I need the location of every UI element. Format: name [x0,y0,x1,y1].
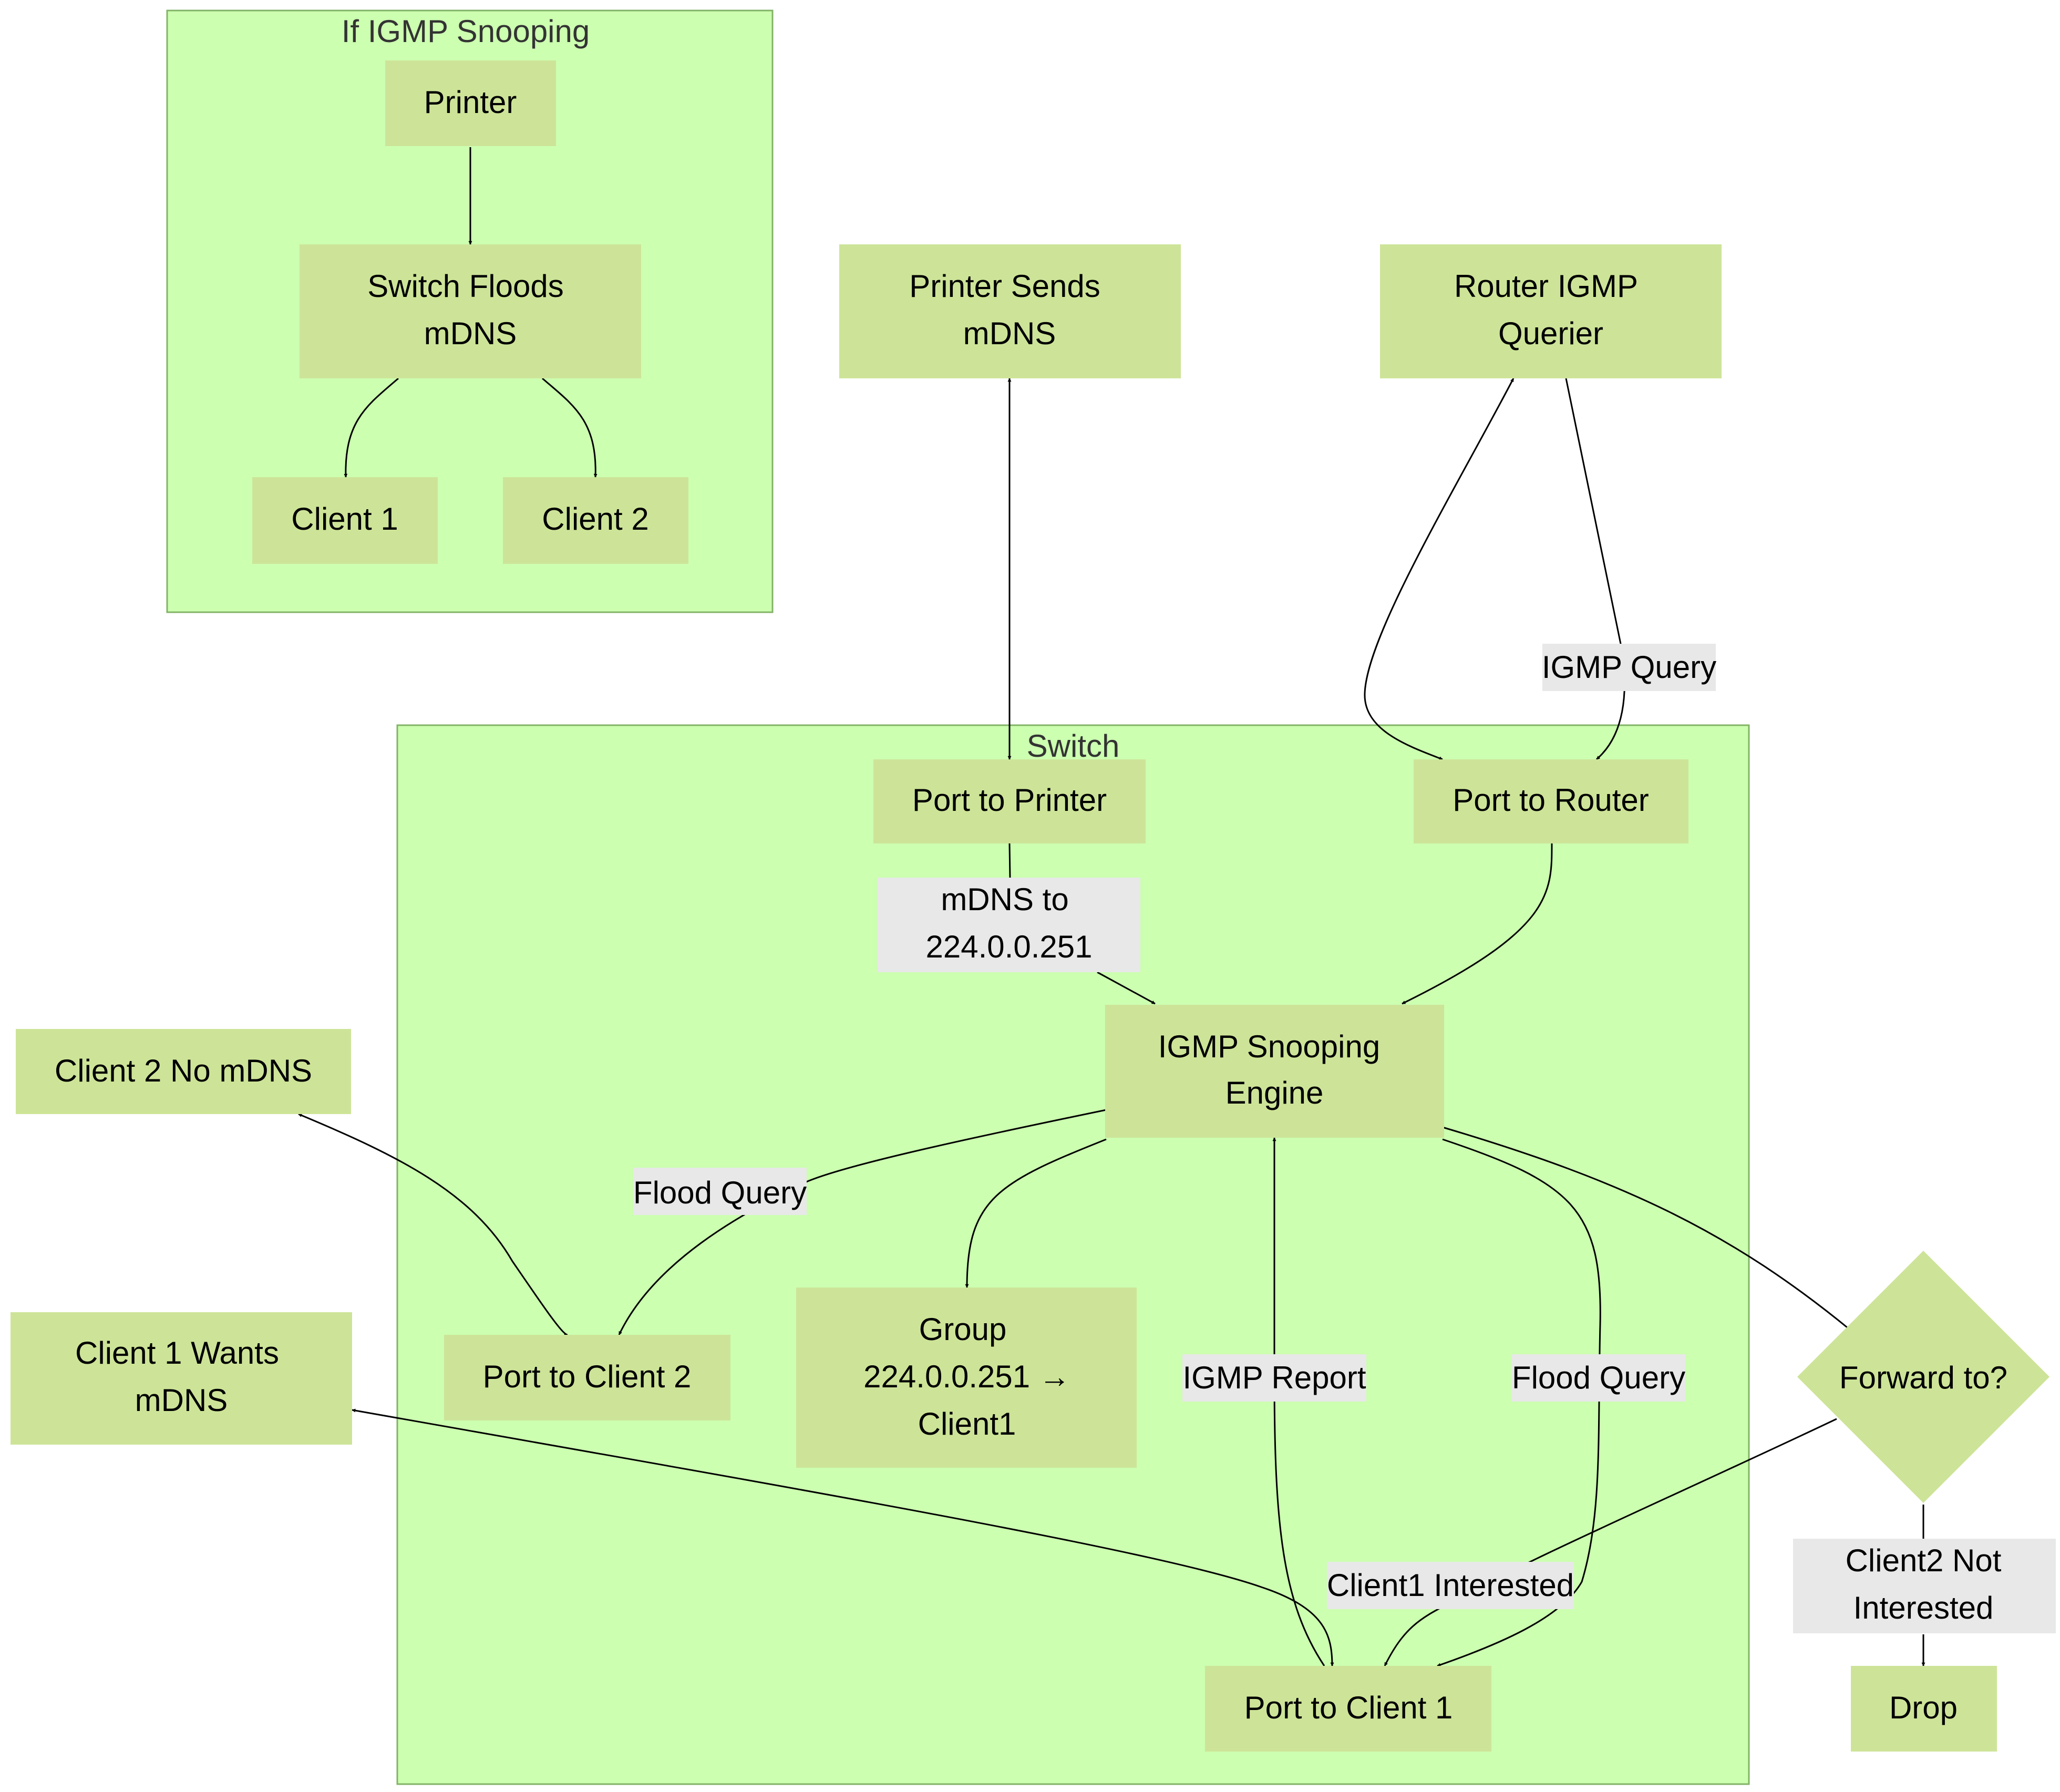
node-group: Group 224.0.0.251 → Client1 [796,1288,1137,1468]
svg-text:Printer: Printer [424,85,517,120]
svg-text:Client 1: Client 1 [291,501,398,537]
svg-text:IGMP Query: IGMP Query [1542,650,1716,685]
edge-client1-wants-port-client1 [352,1408,1334,1666]
node-router-igmp-querier: Router IGMP Querier [1380,244,1722,378]
edge-label-client2-not-interested: Client2 Not Interested [1793,1539,2056,1633]
node-port-to-router: Port to Router [1414,759,1688,843]
svg-text:Querier: Querier [1498,316,1603,351]
node-client-1: Client 1 [252,477,438,564]
edge-label-igmp-report: IGMP Report [1182,1354,1366,1402]
cluster-title-if-igmp-snooping: If IGMP Snooping [342,14,590,49]
cluster-title-switch: Switch [1027,728,1120,764]
svg-text:Drop: Drop [1889,1690,1958,1725]
edge-label-flood-query-left: Flood Query [633,1168,807,1215]
svg-text:Switch Floods: Switch Floods [367,269,563,304]
svg-text:224.0.0.251 →: 224.0.0.251 → [863,1359,1070,1394]
edge-label-flood-query-right: Flood Query [1512,1354,1685,1402]
svg-text:mDNS: mDNS [135,1383,228,1418]
node-printer: Printer [385,60,556,146]
svg-text:Port to Router: Port to Router [1453,782,1649,818]
svg-text:Printer Sends: Printer Sends [909,269,1100,304]
svg-text:Flood Query: Flood Query [633,1175,807,1210]
svg-text:mDNS: mDNS [963,316,1056,351]
node-igmp-snooping-engine: IGMP Snooping Engine [1105,1005,1444,1138]
node-client-2: Client 2 [503,477,688,564]
svg-text:Flood Query: Flood Query [1512,1360,1685,1395]
svg-text:Forward to?: Forward to? [1839,1360,2007,1395]
node-port-to-client-1: Port to Client 1 [1205,1666,1491,1752]
edge-engine-flood-query-client1 [1437,1138,1601,1667]
svg-text:IGMP Snooping: IGMP Snooping [1158,1029,1381,1064]
edge-port-router-to-engine [1402,843,1553,1005]
node-drop: Drop [1851,1666,1997,1752]
node-client-1-wants-mdns: Client 1 Wants mDNS [11,1312,352,1445]
svg-text:Client2 Not: Client2 Not [1846,1543,2002,1578]
svg-text:Port to Printer: Port to Printer [912,782,1107,818]
edge-label-mdns-to: mDNS to 224.0.0.251 [878,878,1140,972]
svg-text:Client 2: Client 2 [542,501,648,537]
svg-text:224.0.0.251: 224.0.0.251 [926,929,1093,964]
node-port-to-client-2: Port to Client 2 [444,1335,730,1420]
edge-label-client1-interested: Client1 Interested [1327,1562,1574,1609]
node-port-to-printer: Port to Printer [873,759,1146,843]
svg-text:Client1 Interested: Client1 Interested [1327,1568,1574,1603]
edge-router-port-router-bidir [1364,378,1515,760]
svg-text:Port to Client 1: Port to Client 1 [1244,1690,1453,1725]
edge-switch-floods-to-client1 [344,377,399,478]
svg-text:Engine: Engine [1225,1075,1324,1110]
edge-engine-to-group [965,1138,1107,1288]
node-printer-sends-mdns: Printer Sends mDNS [839,244,1181,378]
edge-client2-no-mdns-port-client2 [298,1113,568,1337]
edge-engine-flood-query-client2 [618,1109,1107,1335]
svg-text:Interested: Interested [1853,1590,1994,1625]
svg-text:mDNS to: mDNS to [941,882,1068,917]
edge-label-igmp-query: IGMP Query [1542,644,1716,691]
edges [298,147,1923,1666]
svg-text:IGMP Report: IGMP Report [1182,1360,1366,1395]
node-forward-to-decision: Forward to? [1797,1251,2049,1503]
svg-text:mDNS: mDNS [424,316,517,351]
svg-text:Router IGMP: Router IGMP [1454,269,1638,304]
svg-text:Port to Client 2: Port to Client 2 [483,1359,692,1394]
edge-router-igmp-query [1565,378,1625,760]
svg-text:Client1: Client1 [918,1406,1016,1441]
edge-switch-floods-to-client2 [542,377,598,478]
svg-text:Client 1 Wants: Client 1 Wants [75,1335,279,1371]
edge-engine-to-forward [1442,1126,1850,1331]
svg-text:Group: Group [919,1312,1007,1347]
svg-text:Client 2 No mDNS: Client 2 No mDNS [55,1053,312,1088]
node-switch-floods-mdns: Switch Floods mDNS [300,244,641,378]
node-client-2-no-mdns: Client 2 No mDNS [16,1029,351,1114]
edge-port-printer-to-engine [1008,843,1155,1004]
